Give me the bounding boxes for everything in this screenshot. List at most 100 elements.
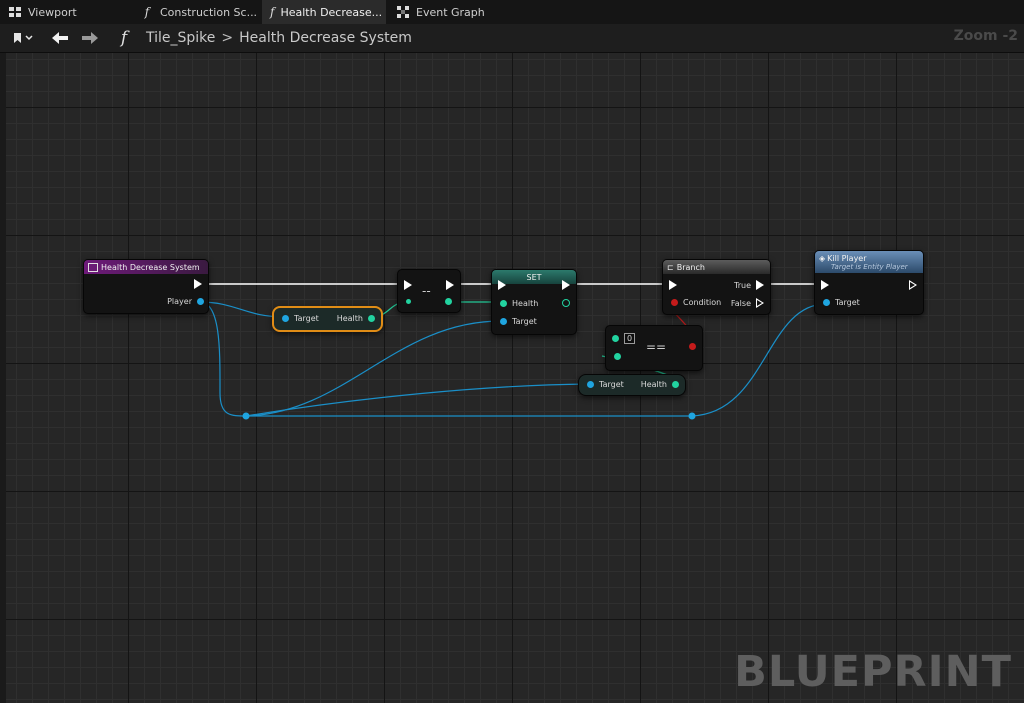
exec-in-pin[interactable] [498, 280, 506, 290]
bool-pin-icon [671, 299, 678, 306]
get-health-node[interactable]: Target Health [578, 374, 686, 396]
bool-pin-icon [689, 343, 696, 350]
set-node[interactable]: SET Health Target [491, 269, 577, 335]
true-pin[interactable]: True [734, 280, 764, 290]
function-icon: f [144, 5, 150, 19]
pin-label: Health [512, 299, 539, 308]
node-header: Health Decrease System [84, 260, 208, 274]
float-out-pin[interactable] [445, 298, 452, 305]
pin-label: True [734, 280, 751, 290]
pin-label: Health [336, 314, 363, 323]
float-pin-icon [612, 335, 619, 342]
float-pin-icon [406, 299, 411, 304]
tab-label: Construction Sc... [160, 5, 258, 19]
decrement-symbol: -- [422, 284, 431, 298]
function-icon: f [120, 28, 128, 48]
float-in-pin[interactable] [614, 353, 621, 360]
exec-out-pin[interactable] [446, 280, 454, 290]
object-wire [199, 301, 247, 417]
false-pin[interactable]: False [731, 298, 764, 308]
exec-pin-icon [562, 280, 570, 290]
exec-pin-hollow-icon [909, 280, 917, 290]
node-title: SET [526, 272, 542, 282]
reroute-node [688, 412, 696, 420]
float-pin-icon [614, 353, 621, 360]
object-pin-icon [823, 299, 830, 306]
tab-bar: Viewport f Construction Sc... f Health D… [0, 0, 1024, 24]
exec-pin-icon [498, 280, 506, 290]
target-pin[interactable]: Target [282, 314, 319, 323]
tab-health-decrease[interactable]: f Health Decrease... × [262, 0, 386, 24]
viewport-icon [8, 5, 22, 19]
exec-in-pin[interactable] [669, 280, 677, 290]
exec-pin-hollow-icon [756, 298, 764, 308]
branch-node[interactable]: ⊏ Branch True Condition False [662, 259, 771, 315]
forward-button[interactable] [78, 28, 102, 48]
branch-icon: ⊏ [667, 262, 674, 272]
exec-in-pin[interactable] [821, 280, 829, 290]
reroute-node [242, 412, 250, 420]
float-in-pin[interactable] [406, 299, 411, 304]
health-pin[interactable]: Health [337, 314, 375, 323]
function-entry-node[interactable]: Health Decrease System Player [83, 259, 209, 314]
float-pin-icon [368, 315, 375, 322]
tab-label: Health Decrease... [280, 5, 383, 19]
object-wire [245, 383, 589, 417]
node-title: Branch [676, 262, 705, 272]
function-icon: f [270, 5, 275, 19]
node-title-text: Kill Player [827, 253, 867, 263]
zoom-level: Zoom -2 [953, 28, 1018, 44]
exec-in-pin[interactable] [404, 280, 412, 290]
condition-pin[interactable]: Condition [671, 298, 721, 307]
health-pin[interactable]: Health [500, 299, 538, 308]
object-pin-icon [197, 298, 204, 305]
event-graph-icon [396, 5, 410, 19]
exec-out-pin[interactable] [194, 279, 202, 289]
exec-out-pin[interactable] [562, 280, 570, 290]
bool-out-pin[interactable] [689, 343, 696, 350]
health-out-pin[interactable] [562, 299, 570, 307]
object-pin-icon [282, 315, 289, 322]
kill-player-node[interactable]: ◈Kill Player Target is Entity Player Tar… [814, 250, 924, 315]
node-title: ◈Kill Player [819, 254, 867, 263]
breadcrumb-item-function[interactable]: Health Decrease System [239, 30, 412, 46]
node-title: Health Decrease System [101, 262, 200, 272]
tab-viewport[interactable]: Viewport [0, 0, 128, 24]
exec-out-pin[interactable] [909, 280, 917, 290]
graph-canvas[interactable]: Health Decrease System Player Target Hea… [6, 53, 1024, 703]
get-health-node[interactable]: Target Health [272, 306, 383, 332]
float-pin-icon [445, 298, 452, 305]
back-button[interactable] [48, 28, 72, 48]
player-pin[interactable]: Player [167, 297, 204, 306]
target-pin[interactable]: Target [587, 380, 624, 389]
target-pin[interactable]: Target [500, 317, 537, 326]
wires-layer [199, 283, 827, 420]
pin-label: Target [294, 314, 319, 323]
graph-toolbar: f Tile_Spike > Health Decrease System Zo… [0, 24, 1024, 53]
pin-label: Health [640, 380, 667, 389]
tab-label: Event Graph [416, 5, 485, 19]
literal-input[interactable]: 0 [624, 333, 636, 344]
pin-label: Target [599, 380, 624, 389]
node-header: ⊏ Branch [663, 260, 770, 274]
equals-node[interactable]: 0 == [605, 325, 703, 371]
tab-event-graph[interactable]: Event Graph [388, 0, 498, 24]
float-pin-hollow-icon [562, 299, 570, 307]
literal-pin[interactable]: 0 [612, 333, 636, 344]
tab-construction-script[interactable]: f Construction Sc... [132, 0, 260, 24]
breadcrumb-separator: > [221, 30, 234, 46]
pin-label: Target [835, 298, 860, 307]
node-header: ◈Kill Player Target is Entity Player [815, 251, 923, 273]
float-pin-icon [500, 300, 507, 307]
blueprint-watermark: BLUEPRINT [734, 647, 1012, 697]
health-pin[interactable]: Health [641, 380, 679, 389]
breadcrumb-item-blueprint[interactable]: Tile_Spike [146, 30, 216, 46]
exec-pin-icon [756, 280, 764, 290]
pin-label: Target [512, 317, 537, 326]
decrement-node[interactable]: -- [397, 269, 461, 313]
bookmark-dropdown[interactable] [8, 28, 38, 48]
node-header: SET [492, 270, 576, 284]
target-pin[interactable]: Target [823, 298, 860, 307]
equals-symbol: == [646, 340, 667, 354]
object-wire [691, 303, 827, 417]
